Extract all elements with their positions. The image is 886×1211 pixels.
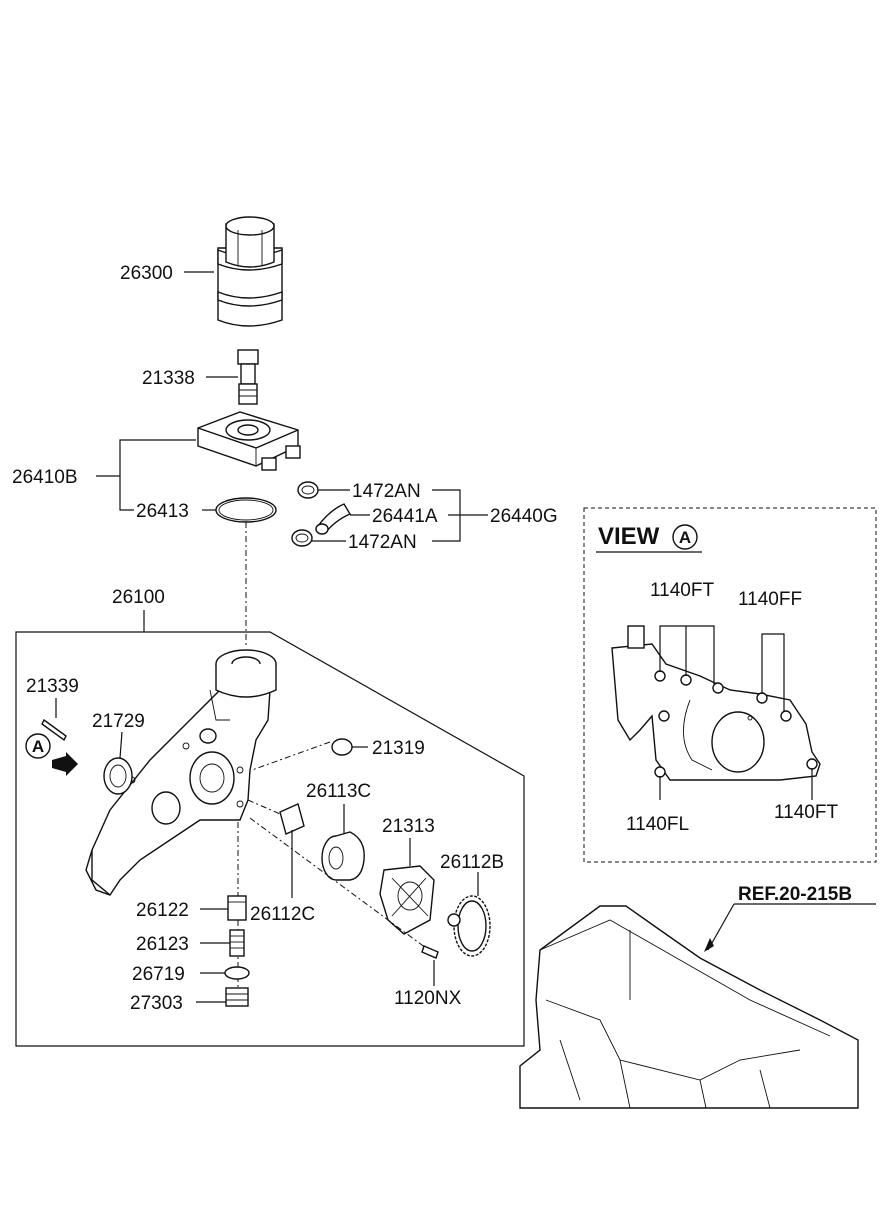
oil-seal-icon[interactable]	[103, 757, 133, 795]
label-26112B: 26112B	[440, 852, 504, 873]
hose-clamp-top-icon[interactable]	[297, 481, 319, 499]
filter-bolt-icon[interactable]	[237, 349, 259, 405]
valve-spring-icon[interactable]	[229, 929, 245, 957]
oil-pan-icon	[519, 905, 859, 1109]
valve-plug-icon[interactable]	[225, 987, 249, 1007]
ref-label: REF.20-215B	[738, 884, 852, 905]
label-26441A: 26441A	[372, 506, 438, 527]
cooler-gasket-icon[interactable]	[215, 497, 277, 523]
hose-clamp-bottom-icon[interactable]	[291, 529, 313, 547]
label-26413: 26413	[136, 501, 189, 522]
pump-rear-view-icon[interactable]	[611, 625, 821, 781]
label-1140FF: 1140FF	[738, 589, 802, 610]
pump-cover-icon[interactable]	[379, 865, 435, 935]
dowel-pin-icon[interactable]	[41, 718, 67, 742]
label-26112C: 26112C	[250, 904, 315, 925]
label-1472AN-top: 1472AN	[352, 481, 421, 502]
label-26100: 26100	[112, 587, 165, 608]
label-26123: 26123	[136, 934, 189, 955]
label-21338: 21338	[142, 368, 195, 389]
pump-gear-icon[interactable]	[447, 895, 491, 957]
label-1140FL: 1140FL	[626, 814, 689, 835]
label-26410B: 26410B	[12, 467, 78, 488]
rotor-inner-icon[interactable]	[279, 803, 305, 835]
valve-plunger-icon[interactable]	[227, 895, 247, 921]
label-26122: 26122	[136, 900, 189, 921]
valve-washer-icon[interactable]	[224, 966, 250, 980]
screw-icon[interactable]	[421, 945, 439, 959]
label-26440G: 26440G	[490, 506, 558, 527]
o-ring-icon[interactable]	[331, 738, 353, 756]
view-a-box	[583, 507, 877, 863]
label-21313: 21313	[382, 816, 435, 837]
view-marker: A	[679, 528, 691, 547]
label-21729: 21729	[92, 711, 145, 732]
oil-cooler-icon[interactable]	[197, 411, 301, 471]
label-1472AN-bottom: 1472AN	[348, 532, 417, 553]
label-26113C: 26113C	[306, 781, 371, 802]
view-arrow-icon: A	[25, 733, 78, 776]
label-1140FT-top: 1140FT	[650, 580, 714, 601]
label-21339: 21339	[26, 676, 79, 697]
label-26300: 26300	[120, 263, 173, 284]
label-1120NX: 1120NX	[394, 988, 462, 1009]
label-21319: 21319	[372, 738, 425, 759]
rotor-outer-icon[interactable]	[321, 831, 365, 881]
hose-icon[interactable]	[315, 503, 352, 535]
oil-pump-housing-icon[interactable]	[85, 649, 277, 896]
arrow-marker: A	[32, 737, 44, 756]
label-1140FT-bottom: 1140FT	[774, 802, 838, 823]
pump-assembly-box	[15, 631, 525, 1047]
view-title: VIEW	[598, 523, 660, 550]
oil-filter-icon[interactable]	[217, 216, 283, 327]
label-27303: 27303	[130, 993, 183, 1014]
label-26719: 26719	[132, 964, 185, 985]
